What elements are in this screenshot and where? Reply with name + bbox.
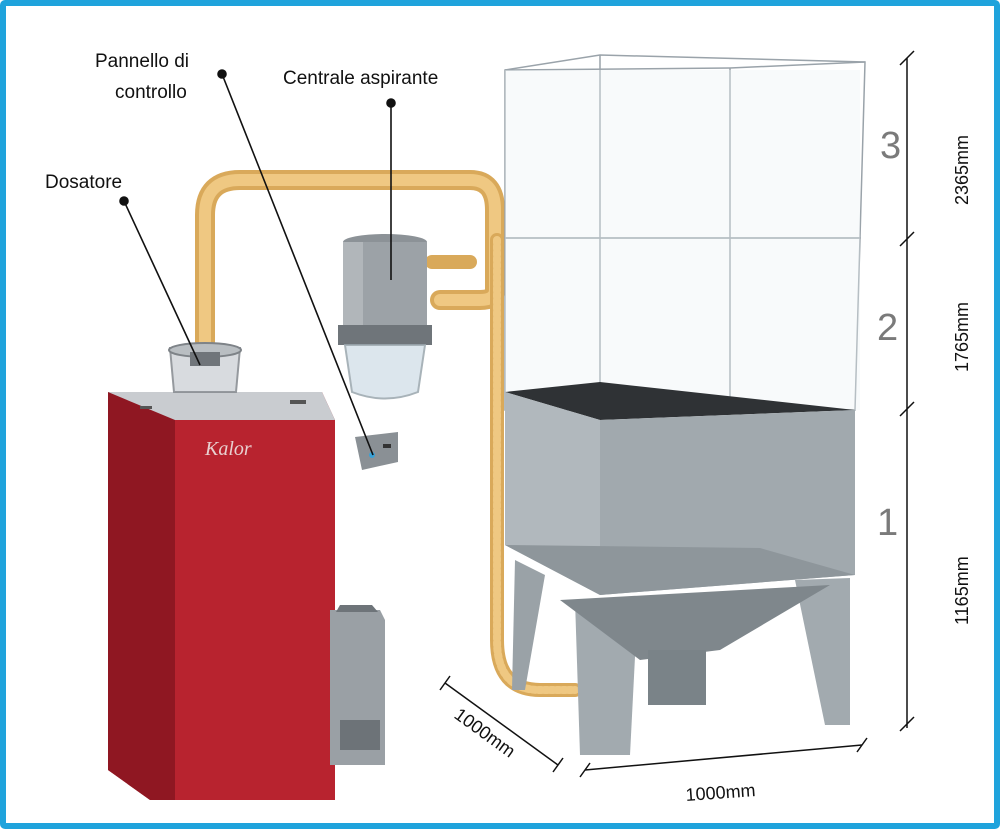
vacuum-unit bbox=[338, 234, 432, 400]
suction-pipe bbox=[195, 170, 582, 697]
base-width-label: 1000mm bbox=[685, 780, 756, 805]
height-dimension bbox=[899, 50, 915, 732]
label-pannello-line2: controllo bbox=[115, 82, 187, 103]
level-number-1: 1 bbox=[877, 502, 898, 544]
level-height-3: 2365mm bbox=[952, 135, 972, 205]
silo bbox=[504, 54, 866, 755]
boiler bbox=[108, 392, 385, 800]
callout-leaders bbox=[119, 69, 396, 456]
label-centrale: Centrale aspirante bbox=[283, 68, 438, 89]
label-pannello-line1: Pannello di bbox=[95, 51, 189, 72]
depth-dimension bbox=[439, 675, 564, 773]
level-number-3: 3 bbox=[880, 125, 901, 167]
width-dimension bbox=[579, 737, 868, 778]
level-height-1: 1165mm bbox=[952, 556, 972, 625]
label-dosatore: Dosatore bbox=[45, 172, 122, 193]
boiler-logo: Kalor bbox=[204, 438, 252, 460]
level-number-2: 2 bbox=[877, 307, 898, 349]
control-panel bbox=[355, 432, 398, 470]
level-height-2: 1765mm bbox=[952, 302, 972, 372]
doser bbox=[168, 342, 242, 393]
